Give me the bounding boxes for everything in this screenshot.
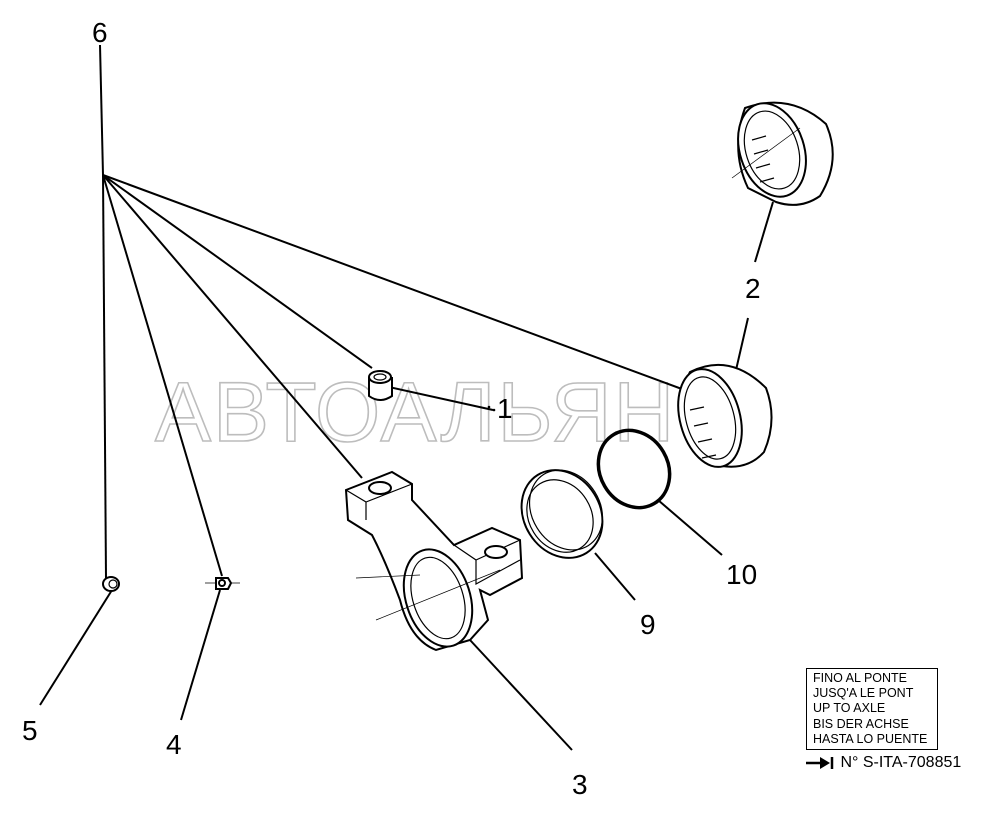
callout-1: 1 (497, 393, 513, 424)
support-bracket-part-3 (344, 470, 524, 652)
reference-number: N° S-ITA-708851 (806, 754, 961, 772)
callout-10: 10 (726, 559, 757, 590)
o-ring-part-10 (596, 428, 672, 510)
callout-4: 4 (166, 729, 182, 760)
note-line: BIS DER ACHSE (813, 716, 909, 731)
callout-6: 6 (92, 17, 108, 48)
arrow-right-bar-icon (806, 756, 834, 769)
callout-3: 3 (572, 769, 588, 800)
applicability-note-box: FINO AL PONTE JUSQ'A LE PONT UP TO AXLE … (806, 668, 938, 750)
pin-part-1 (368, 370, 496, 412)
watermark: АВТОАЛЬЯНС (155, 365, 739, 459)
callout-2: 2 (745, 273, 761, 304)
note-line: FINO AL PONTE (813, 671, 908, 685)
callout-9: 9 (640, 609, 656, 640)
note-line: JUSQ'A LE PONT (813, 686, 914, 701)
seal-part-9 (520, 469, 604, 559)
reference-text: N° S-ITA-708851 (840, 754, 962, 771)
bushing-part-2 (731, 101, 834, 206)
plug-part-5 (102, 576, 120, 592)
bushing-part-10-housing (677, 363, 773, 468)
callout-labels: 6 2 1 10 9 5 4 3 (22, 17, 761, 800)
note-line: HASTA LO PUENTE (813, 731, 928, 746)
grease-nipple-part-4 (205, 577, 240, 590)
leader-lines (39, 44, 774, 751)
note-line: UP TO AXLE (813, 701, 886, 716)
callout-5: 5 (22, 715, 38, 746)
